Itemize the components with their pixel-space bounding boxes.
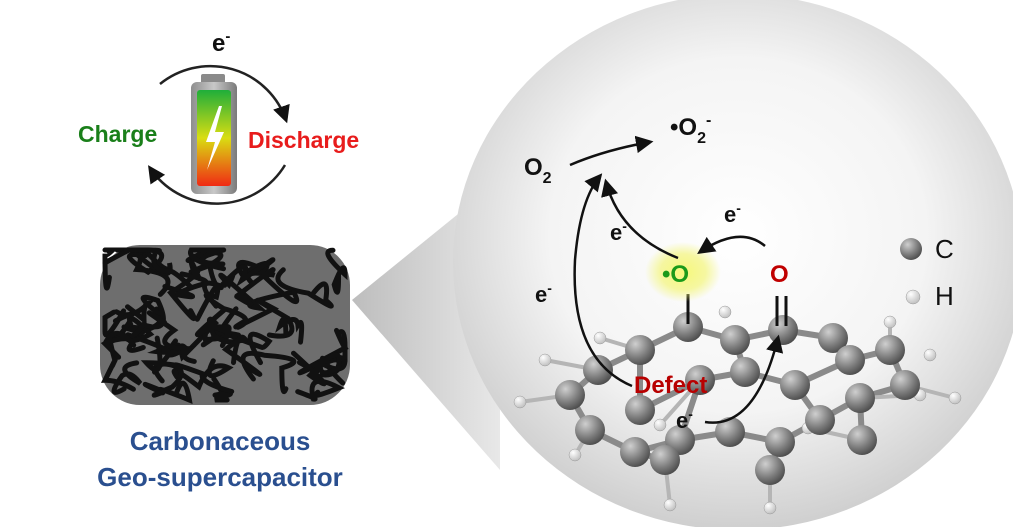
carbon-atom [620, 437, 650, 467]
carbon-atom [875, 335, 905, 365]
network-strand [111, 360, 143, 395]
hydrogen-atom [653, 418, 667, 432]
network-strand [100, 330, 137, 360]
magnified-bubble [453, 0, 1013, 527]
network-strand [152, 361, 235, 394]
hydrogen-atom [593, 331, 607, 345]
network-strand [194, 283, 249, 330]
network-strand [140, 335, 184, 398]
carbon-atom [780, 370, 810, 400]
network-strand [102, 247, 120, 291]
network-strand [211, 376, 233, 403]
network-strand [167, 259, 202, 322]
carbon-legend-icon [900, 238, 922, 260]
network-strand [171, 358, 234, 391]
hydrogen-atom [718, 305, 732, 319]
carbon-atom [720, 325, 750, 355]
network-strand [102, 308, 127, 338]
battery-icon [191, 74, 237, 194]
superoxide-label: •O2- [670, 112, 711, 147]
carbon-atom [847, 425, 877, 455]
lightning-bolt-icon [206, 106, 224, 170]
carbon-atom [555, 380, 585, 410]
network-strand [275, 316, 305, 345]
network-strand [146, 310, 197, 364]
network-strand [221, 334, 263, 377]
carbon-atom [575, 415, 605, 445]
carbon-atom [583, 355, 613, 385]
network-strand [123, 247, 194, 291]
network-strand [325, 247, 348, 295]
electron-label-upper-right: e- [724, 200, 741, 227]
network-strand [275, 267, 334, 309]
network-strand [291, 350, 342, 387]
network-strand [194, 307, 245, 345]
network-strand [188, 247, 226, 272]
network-strand [234, 267, 300, 307]
carbon-legend-label: C [935, 234, 954, 264]
hydrogen-atom [948, 391, 962, 405]
carbon-atom [765, 427, 795, 457]
hydrogen-atom [568, 448, 582, 462]
network-strand [240, 350, 297, 395]
hydrogen-atom [763, 501, 777, 515]
carbon-atom [730, 357, 760, 387]
network-strand [162, 271, 209, 300]
hydrogen-atom [923, 348, 937, 362]
oxygen-molecule-label: O2 [524, 154, 552, 187]
radical-oxygen-label: •O [662, 261, 689, 288]
carbon-atom [755, 455, 785, 485]
electron-label-upper-left: e- [610, 218, 627, 245]
hydrogen-atom [538, 353, 552, 367]
atom-legend: C H [900, 234, 954, 311]
cycle-electron-label: e- [212, 28, 230, 57]
defect-label: Defect [634, 372, 707, 399]
carbon-atom [805, 405, 835, 435]
hydrogen-legend-icon [905, 289, 921, 305]
charge-label: Charge [78, 121, 157, 147]
carbon-atom [625, 395, 655, 425]
discharge-label: Discharge [248, 127, 359, 153]
carbonyl-oxygen-label: O [770, 261, 789, 288]
mechanism-arrows [569, 135, 784, 424]
hydrogen-atom [513, 395, 527, 409]
battery-cycle-arrows [148, 64, 290, 205]
electron-label-left: e- [535, 280, 552, 307]
carbon-atom [685, 365, 715, 395]
carbon-atom [768, 315, 798, 345]
carbon-network-icon [100, 245, 350, 405]
hydrogen-legend-label: H [935, 281, 954, 311]
material-label-line1: Carbonaceous [130, 426, 311, 456]
material-label-line2: Geo-supercapacitor [97, 462, 343, 492]
carbon-atom [818, 323, 848, 353]
electron-label-bottom: e- [676, 406, 693, 433]
carbon-atom [650, 445, 680, 475]
carbon-atom [673, 312, 703, 342]
carbon-atom [845, 383, 875, 413]
network-strand [202, 257, 276, 309]
hydrogen-atom [883, 315, 897, 329]
carbon-atom [890, 370, 920, 400]
hydrogen-atom [663, 498, 677, 512]
carbon-atom [625, 335, 655, 365]
radical-glow [645, 242, 721, 302]
carbon-atom [835, 345, 865, 375]
carbon-atom [715, 417, 745, 447]
